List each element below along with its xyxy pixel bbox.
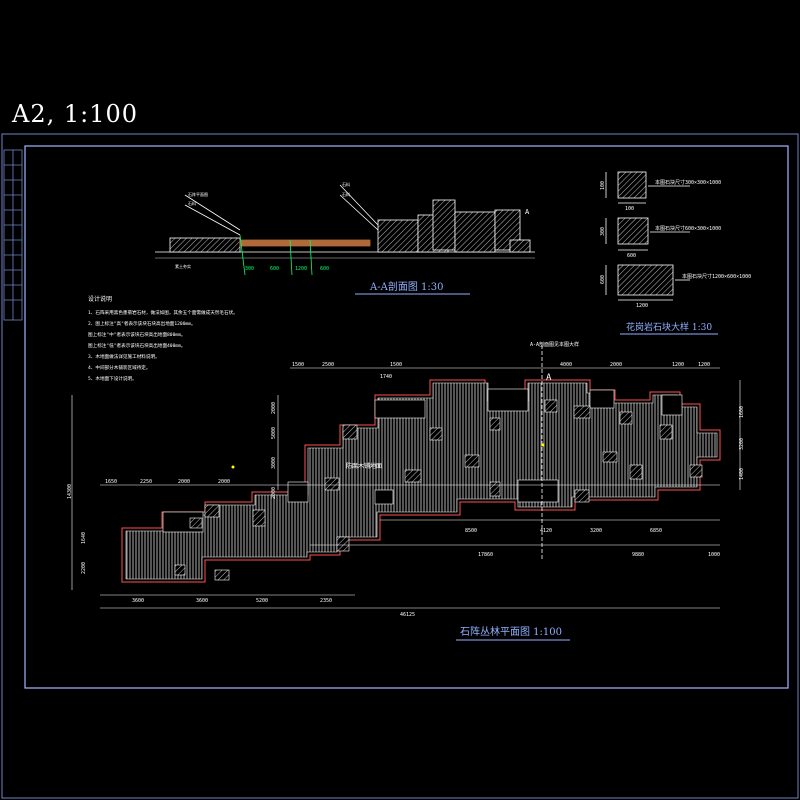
notes-line: 3、木地面做法详见施工材料说明。 — [88, 353, 160, 360]
section-bottom-dims: 300 600 1200 600 — [245, 266, 329, 272]
svg-text:1650: 1650 — [105, 479, 117, 485]
sheet-scale-title: A2, 1:100 — [12, 100, 139, 128]
granite-detail-labels: 100 100 本图石块尺寸300×300×1000 600 300 本图石块尺… — [600, 179, 751, 309]
title-block — [3, 149, 23, 321]
yellow-markers — [231, 443, 545, 469]
svg-text:1200: 1200 — [698, 362, 710, 368]
granite-detail — [605, 171, 690, 301]
svg-text:100: 100 — [625, 206, 634, 212]
design-notes: 设计说明 1、石阵采用黑色墨菊岩石材，做法如图，其余五个面需做成天然毛石状。 2… — [88, 295, 238, 382]
notes-line: 4、中间部分木铺装区域待定。 — [88, 364, 151, 371]
svg-text:600: 600 — [600, 275, 606, 284]
notes-line: 图上标注"低"者表示该块石块高出地面400mm。 — [88, 342, 185, 349]
svg-text:2250: 2250 — [140, 479, 152, 485]
plan-view — [71, 345, 741, 609]
notes-heading: 设计说明 — [88, 295, 112, 303]
svg-text:3200: 3200 — [739, 438, 745, 450]
section-callouts: 石阵平面图 石料 石料 石料 素土夯实 A — [175, 181, 530, 269]
plan-title: 石阵丛林平面图 1:100 — [460, 625, 562, 638]
section-callout: 石料 — [342, 191, 350, 197]
section-callout: 素土夯实 — [175, 263, 191, 269]
inner-frame — [24, 145, 789, 689]
deck-label: 防腐木铺地面 — [346, 462, 382, 470]
svg-text:600: 600 — [270, 266, 279, 272]
section-mark-label: A-A剖面图见本图大样 — [530, 341, 579, 348]
svg-text:1200: 1200 — [636, 303, 648, 309]
svg-text:3200: 3200 — [590, 528, 602, 534]
notes-line: 1、石阵采用黑色墨菊岩石材，做法如图，其余五个面需做成天然毛石状。 — [88, 309, 238, 316]
svg-text:2200: 2200 — [81, 562, 87, 574]
svg-text:4000: 4000 — [560, 362, 572, 368]
svg-text:2000: 2000 — [271, 487, 277, 499]
svg-text:5200: 5200 — [256, 598, 268, 604]
svg-text:1200: 1200 — [672, 362, 684, 368]
outer-frame — [1, 133, 799, 799]
svg-text:600: 600 — [627, 253, 636, 259]
notes-line: 5、木地面下设计说明。 — [88, 375, 137, 382]
notes-line: 图上标注"中"者表示该块石块高出地面800mm。 — [88, 331, 185, 338]
section-callout: 石料 — [342, 181, 350, 187]
svg-text:3600: 3600 — [132, 598, 144, 604]
section-callout: 石阵平面图 — [188, 191, 208, 197]
svg-text:2000: 2000 — [218, 479, 230, 485]
svg-text:2350: 2350 — [320, 598, 332, 604]
svg-text:1000: 1000 — [708, 552, 720, 558]
svg-text:本图石块尺寸1200×600×1000: 本图石块尺寸1200×600×1000 — [682, 273, 751, 280]
svg-text:1400: 1400 — [739, 468, 745, 480]
svg-text:9880: 9880 — [632, 552, 644, 558]
section-callout: A — [525, 208, 530, 216]
svg-text:2500: 2500 — [322, 362, 334, 368]
section-callout: 石料 — [188, 200, 196, 206]
plan-rocks — [174, 399, 703, 581]
svg-text:600: 600 — [320, 266, 329, 272]
svg-text:2000: 2000 — [271, 402, 277, 414]
granite-block-3 — [617, 264, 674, 296]
section-title: A-A剖面图 1:30 — [369, 280, 443, 293]
svg-text:2000: 2000 — [610, 362, 622, 368]
granite-block-2 — [617, 217, 649, 245]
detail-title: 花岗岩石块大样 1:30 — [626, 321, 712, 333]
svg-text:300: 300 — [245, 266, 254, 272]
svg-text:1640: 1640 — [81, 532, 87, 544]
svg-text:2000: 2000 — [178, 479, 190, 485]
svg-text:3600: 3600 — [196, 598, 208, 604]
plan-outline — [121, 379, 721, 583]
svg-text:300: 300 — [600, 227, 606, 236]
svg-text:6850: 6850 — [650, 528, 662, 534]
plan-labels: A-A剖面图见本图大样 A 防腐木铺地面 1650 2250 2000 2000… — [67, 341, 745, 618]
section-letter: A — [546, 373, 552, 383]
svg-text:1600: 1600 — [739, 406, 745, 418]
svg-text:1500: 1500 — [292, 362, 304, 368]
section-a-a — [155, 184, 535, 276]
notes-line: 2、图上标注"高"者表示该块石块高出地面1200mm。 — [88, 320, 196, 327]
svg-text:17860: 17860 — [478, 552, 493, 558]
svg-text:本图石块尺寸600×300×1000: 本图石块尺寸600×300×1000 — [655, 225, 721, 232]
svg-text:4120: 4120 — [540, 528, 552, 534]
svg-text:100: 100 — [600, 181, 606, 190]
svg-text:8500: 8500 — [465, 528, 477, 534]
granite-block-1 — [617, 171, 647, 199]
svg-text:3000: 3000 — [271, 457, 277, 469]
svg-text:5000: 5000 — [271, 427, 277, 439]
svg-text:1740: 1740 — [380, 374, 392, 380]
svg-text:本图石块尺寸300×300×1000: 本图石块尺寸300×300×1000 — [655, 179, 721, 186]
svg-text:1500: 1500 — [390, 362, 402, 368]
svg-text:14300: 14300 — [67, 484, 73, 499]
svg-text:1200: 1200 — [295, 266, 307, 272]
plan-total-dim: 46125 — [400, 612, 415, 618]
